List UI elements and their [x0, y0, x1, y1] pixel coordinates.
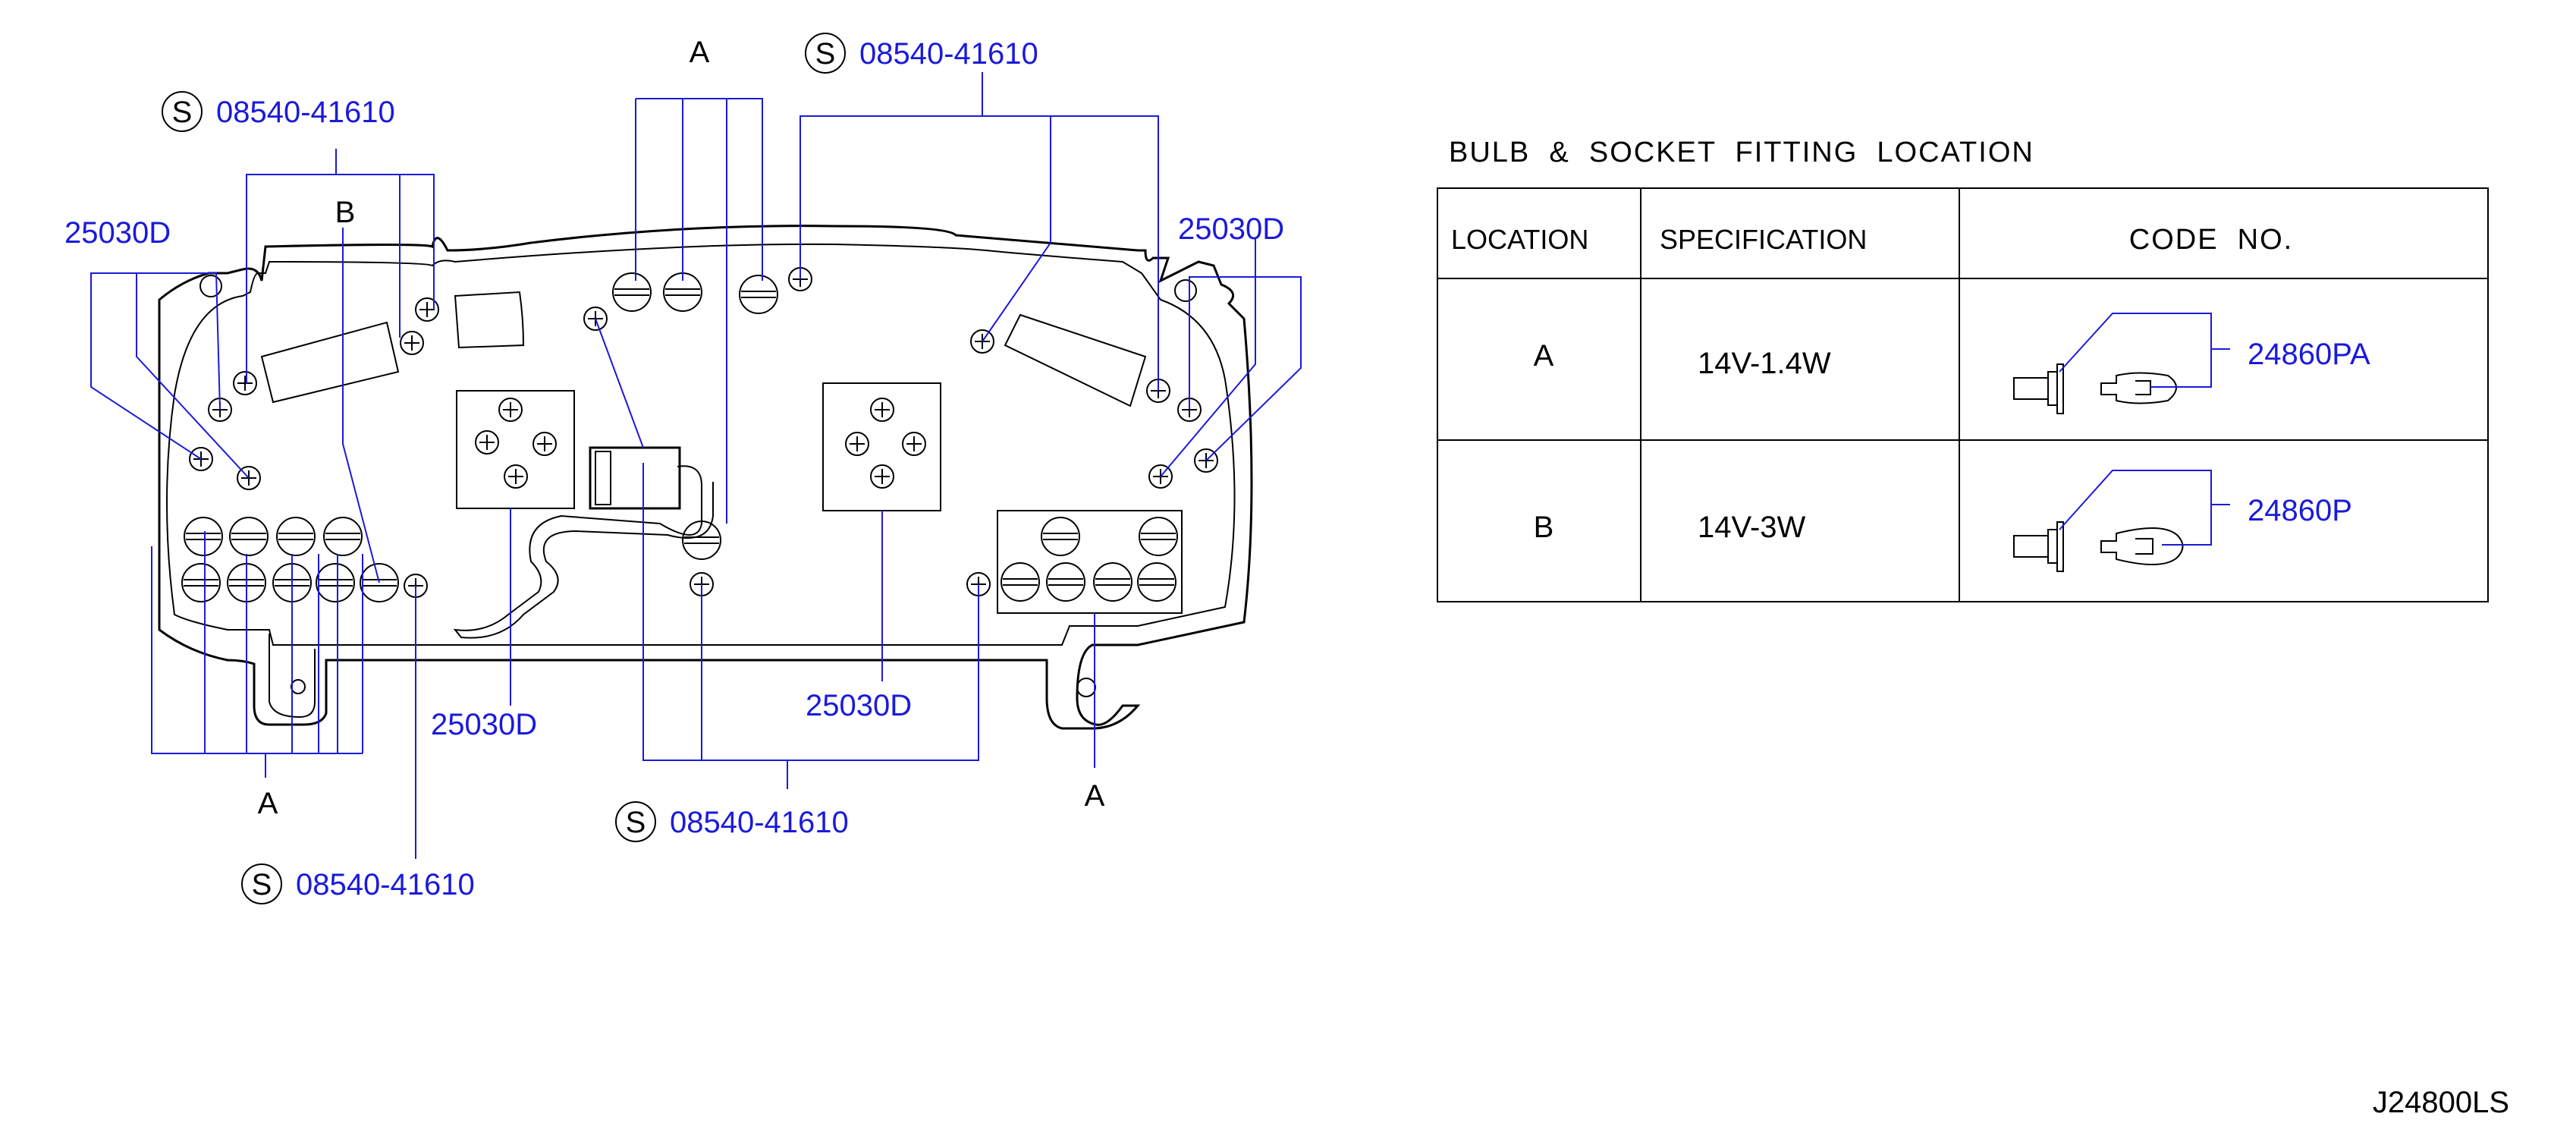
header-code-no: CODE NO.	[2129, 224, 2293, 256]
s-letter: S	[815, 37, 836, 71]
socket-icon	[2013, 363, 2064, 414]
cluster-housing	[158, 225, 1253, 730]
s-circle-icon	[241, 863, 282, 904]
bulb-socket-icon	[1046, 562, 1085, 602]
screw-head-icon	[845, 432, 869, 456]
s-symbol-bottom-left: S	[241, 863, 282, 904]
bulb-socket-icon	[181, 563, 221, 602]
bulb-socket-icon	[1137, 562, 1176, 602]
bulb-socket-icon	[1139, 517, 1178, 556]
screw-head-icon	[532, 432, 557, 456]
screw-head-icon	[504, 464, 528, 489]
bulb-socket-icon	[184, 517, 223, 556]
bulb-socket-icon	[316, 563, 355, 602]
screws	[189, 267, 1218, 598]
bulb-socket-icon	[1093, 562, 1132, 602]
bulb-socket-icon	[1001, 562, 1040, 602]
screw-head-icon	[870, 464, 894, 489]
header-specification: SPECIFICATION	[1660, 224, 1867, 255]
table-title: BULB & SOCKET FITTING LOCATION	[1449, 137, 2034, 168]
header-location: LOCATION	[1451, 224, 1588, 255]
letter-a-bottom-right: A	[1085, 779, 1105, 813]
screw-head-icon	[400, 331, 424, 355]
s-circle-icon	[615, 801, 656, 842]
part-label-p4: 25030D	[806, 689, 912, 722]
row-a-location: A	[1534, 339, 1554, 373]
screw-head-icon	[498, 398, 523, 422]
s-letter: S	[626, 806, 646, 839]
letter-b: B	[335, 196, 356, 229]
screw-head-icon	[233, 371, 257, 395]
letter-a-bottom-left: A	[258, 787, 278, 820]
row-a-code: 24860PA	[2248, 338, 2370, 371]
bulb-socket-table: BULB & SOCKET FITTING LOCATION LOCATION …	[1437, 137, 2489, 602]
bulb-socket-icon	[739, 275, 778, 314]
part-label-s2: 08540-41610	[859, 37, 1038, 71]
bulb-socket-icon	[682, 521, 721, 560]
s-circle-icon	[162, 91, 203, 132]
bulb-socket-icon	[323, 517, 363, 556]
part-label-p3: 25030D	[431, 708, 537, 741]
bulb-icon	[2100, 527, 2184, 565]
part-label-s4: 08540-41610	[296, 868, 475, 901]
s-circle-icon	[805, 33, 846, 74]
s-letter: S	[172, 96, 193, 129]
row-b-location: B	[1534, 511, 1554, 544]
s-letter: S	[252, 868, 272, 901]
row-a-specification: 14V-1.4W	[1698, 347, 1831, 380]
screw-head-icon	[870, 398, 894, 422]
drawing-id: J24800LS	[2373, 1086, 2509, 1119]
bulb-socket-icon	[1041, 517, 1080, 556]
screw-head-icon	[415, 297, 439, 322]
screw-head-icon	[475, 430, 499, 454]
part-label-p2: 25030D	[1178, 212, 1284, 246]
screw-head-icon	[902, 432, 926, 456]
row-b-code: 24860P	[2248, 494, 2352, 527]
part-label-s3: 08540-41610	[670, 806, 849, 839]
part-label-p1: 25030D	[64, 216, 171, 250]
leader-lines	[90, 72, 1302, 859]
s-symbol-top-right: S	[805, 33, 846, 74]
bulb-icon	[2100, 372, 2177, 404]
bulb-socket-icon	[612, 272, 652, 312]
s-symbol-top-left: S	[162, 91, 203, 132]
part-label-s1: 08540-41610	[216, 96, 395, 129]
row-b-specification: 14V-3W	[1698, 511, 1806, 544]
sockets	[181, 272, 1178, 602]
bulb-socket-icon	[229, 517, 269, 556]
socket-icon	[2013, 521, 2064, 572]
letter-a-top: A	[690, 36, 710, 69]
bulb-socket-icon	[276, 517, 316, 556]
bulb-socket-icon	[360, 563, 399, 602]
s-symbol-bottom-center: S	[615, 801, 656, 842]
